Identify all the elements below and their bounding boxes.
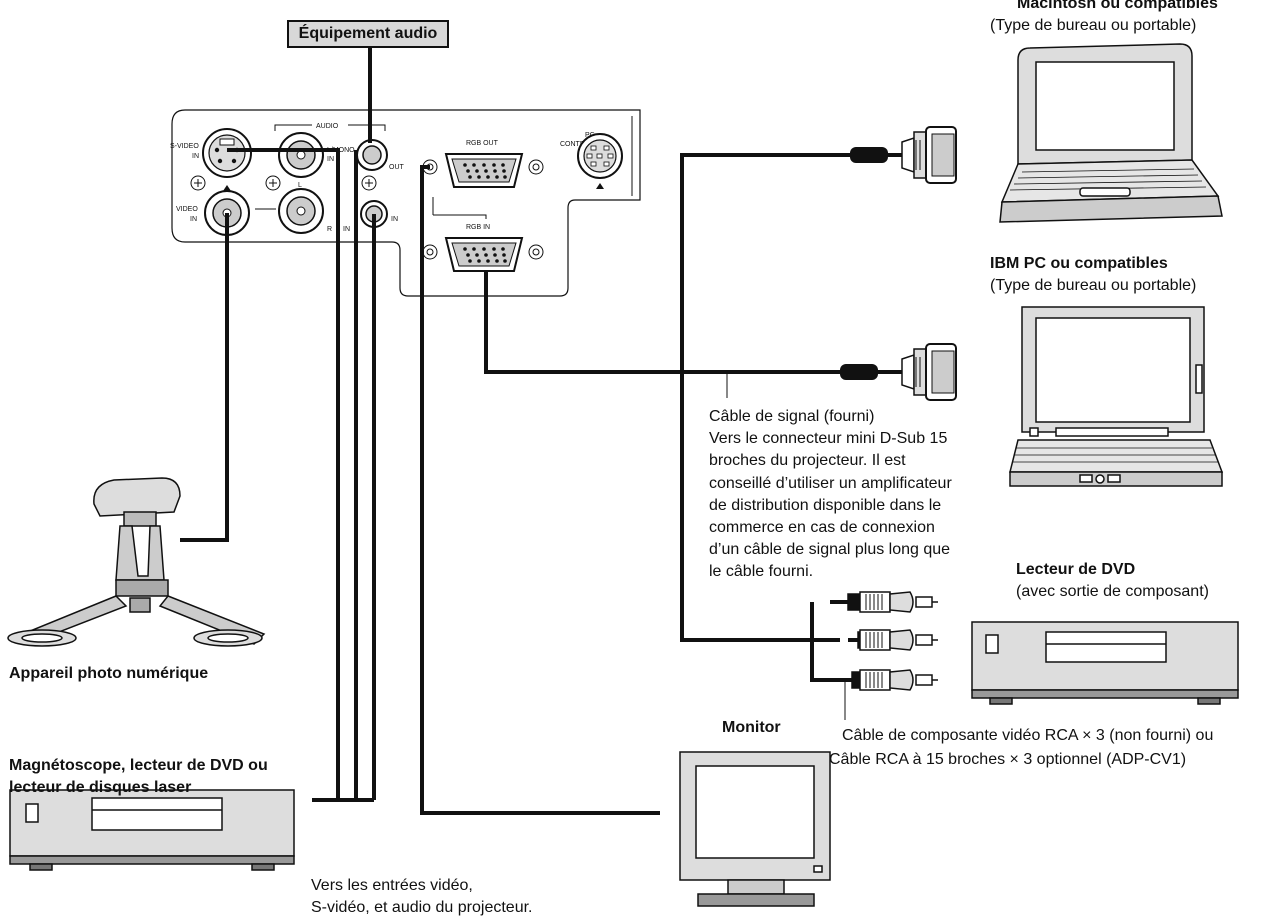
screw-icon (190, 159, 544, 260)
pc-control-label-2: CONTROL (560, 141, 594, 148)
video-in-label-2: IN (190, 216, 197, 223)
dvd-title: Lecteur de DVD (1016, 561, 1136, 578)
monitor-icon (679, 751, 831, 907)
rgb-out-label: RGB OUT (466, 140, 499, 147)
component-cable-line2: Câble RCA à 15 broches × 3 optionnel (AD… (829, 751, 1187, 768)
vcr-label-line1: Magnétoscope, lecteur de DVD ou (9, 757, 268, 774)
svideo-in-label: S-VIDEO (170, 143, 199, 150)
dvd-subtitle: (avec sortie de composant) (1016, 583, 1209, 600)
vcr-label-line2: lecteur de disques laser (9, 779, 192, 796)
dsub-plug-icon (850, 126, 957, 184)
audio-r-in-port (278, 188, 324, 234)
rgb-out-port (444, 153, 524, 188)
l-mono-label-2: IN (327, 156, 334, 163)
mac-subtitle: (Type de bureau ou portable) (990, 17, 1197, 34)
ibm-subtitle: (Type de bureau ou portable) (990, 277, 1197, 294)
rgb-in-port (444, 237, 524, 272)
signal-cable-description: Câble de signal (fourni) Vers le connect… (709, 408, 952, 581)
ibm-title: IBM PC ou compatibles (990, 255, 1168, 272)
video-in-label: VIDEO (176, 206, 198, 213)
svideo-in-label-2: IN (192, 153, 199, 160)
rca-plug-icon (851, 669, 938, 691)
digital-camera-stand-icon (7, 477, 266, 647)
camera-label: Appareil photo numérique (9, 665, 209, 682)
svideo-in-port (202, 128, 252, 178)
audio-l-mono-in-port (278, 132, 324, 178)
component-cable-line1: Câble de composante vidéo RCA × 3 (non f… (842, 727, 1214, 744)
audio-equipment-label: Équipement audio (287, 20, 449, 48)
r-label: R (327, 226, 332, 233)
vcr-icon (9, 789, 295, 871)
video-inputs-line2: S-vidéo, et audio du projecteur. (311, 899, 533, 916)
audio-in-jack-port (360, 200, 388, 228)
ibm-laptop-icon (1009, 306, 1224, 487)
in2-label: IN (391, 216, 398, 223)
out-label: OUT (389, 164, 405, 171)
projector-rear-panel: S-VIDEO IN AUDIO L/MONO IN L (170, 109, 641, 297)
video-inputs-line1: Vers les entrées vidéo, (311, 877, 473, 894)
in-label: IN (343, 226, 350, 233)
l-label: L (298, 182, 302, 189)
l-mono-label: L/MONO (327, 147, 355, 154)
macintosh-laptop-icon (999, 43, 1223, 223)
pc-control-port (577, 133, 623, 179)
cables (180, 48, 858, 815)
mac-title: Macintosh ou compatibles (1017, 0, 1218, 12)
monitor-label: Monitor (722, 719, 781, 736)
rca-plug-icon (847, 591, 938, 613)
rgb-in-label: RGB IN (466, 224, 490, 231)
audio-group-label: AUDIO (316, 123, 339, 130)
rca-plug-icon (857, 629, 938, 651)
dvd-player-icon (971, 621, 1239, 705)
dsub-plug-icon (840, 343, 957, 401)
audio-out-port (356, 139, 388, 171)
